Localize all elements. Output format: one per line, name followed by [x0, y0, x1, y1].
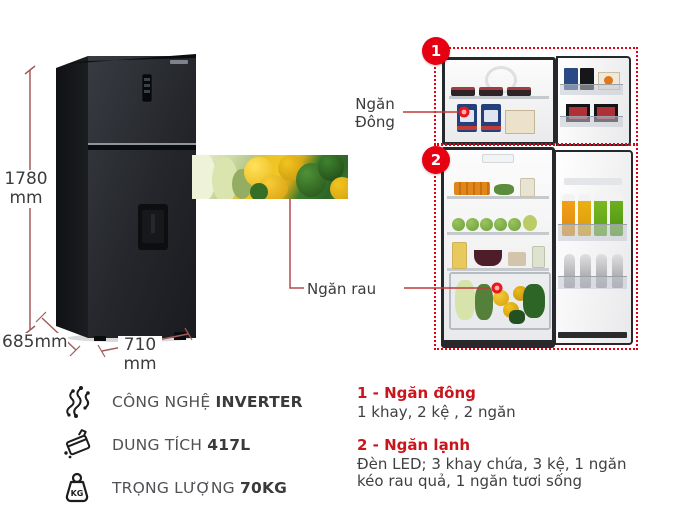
feature-text: CÔNG NGHỆ INVERTER	[112, 393, 303, 411]
green-apple	[508, 218, 521, 231]
freezer-callout-line2: Đông	[355, 113, 395, 131]
freezer-interior	[445, 60, 553, 142]
feature-text: TRỌNG LƯỢNG 70KG	[112, 479, 287, 497]
water-bottle-silver	[580, 254, 591, 288]
feature-weight: KG TRỌNG LƯỢNG 70KG	[60, 466, 303, 509]
freezer-callout-line1: Ngăn	[355, 95, 395, 113]
legend-desc-freezer: 1 khay, 2 kệ , 2 ngăn	[357, 403, 516, 421]
fridge-zone-outline	[434, 144, 638, 350]
inverter-circuit-icon	[66, 385, 90, 418]
fridge-cabinet	[441, 147, 555, 348]
door-recess	[564, 178, 622, 185]
brand-logo	[170, 60, 188, 64]
door-bin	[560, 84, 623, 95]
height-unit: mm	[9, 188, 43, 208]
veg-drawer-callout-label: Ngăn rau	[307, 280, 377, 298]
feature-prefix: TRỌNG LƯỢNG	[112, 478, 240, 497]
refrigerator-closed-photo	[56, 54, 196, 342]
refrigerator-open-photo	[440, 52, 636, 348]
feature-bold: 70KG	[240, 478, 288, 497]
feature-bold: INVERTER	[215, 392, 303, 411]
depth-dimension: 685mm	[2, 332, 68, 352]
jar	[520, 178, 535, 197]
yellow-pepper	[330, 177, 348, 199]
greens	[494, 184, 514, 195]
vegetables-photo	[192, 155, 348, 199]
fridge-shelf	[447, 268, 549, 271]
compartment-legend: 1 - Ngăn đông 1 khay, 2 kệ , 2 ngăn 2 - …	[357, 384, 657, 505]
door-bin	[558, 224, 627, 241]
green-pepper	[318, 155, 344, 181]
green-pepper	[523, 284, 545, 318]
package-stripe	[481, 126, 501, 130]
frozen-tray	[451, 87, 475, 96]
door-bottom-edge	[558, 332, 627, 338]
yellow-pepper	[493, 290, 509, 306]
feature-text: DUNG TÍCH 417L	[112, 436, 250, 454]
frozen-package	[481, 104, 501, 132]
legend-desc-fridge: Đèn LED; 3 khay chứa, 3 kệ, 1 ngăn kéo r…	[357, 455, 627, 490]
weight-kg-icon: KG	[65, 472, 89, 502]
green-apple	[494, 218, 507, 231]
legend-title-freezer: 1 - Ngăn đông	[357, 384, 476, 402]
fridge-interior	[444, 150, 552, 340]
green-apple	[452, 218, 465, 231]
features-list: CÔNG NGHỆ INVERTER DUNG TÍCH 417L KG	[60, 380, 303, 509]
height-dimension: 1780 mm	[4, 170, 48, 208]
badge-freezer: 1	[422, 37, 450, 65]
green-apple	[480, 218, 493, 231]
kale	[475, 284, 493, 320]
width-value: 710	[123, 335, 157, 355]
fridge-shelf	[447, 232, 549, 235]
width-unit: mm	[123, 354, 157, 374]
freezer-zone-outline	[434, 47, 638, 145]
fridge-door	[554, 150, 633, 345]
pear	[523, 215, 537, 231]
egg-basket	[508, 252, 526, 266]
led-light	[482, 154, 514, 163]
freezer-cabinet	[442, 57, 556, 145]
freezer-door	[556, 56, 631, 146]
door-bin	[560, 116, 623, 127]
badge-fridge: 2	[422, 146, 450, 174]
package-label	[484, 110, 498, 122]
kg-label: KG	[71, 489, 84, 498]
freezer-shelf	[449, 96, 549, 99]
vegetable-drawer	[449, 272, 551, 330]
feature-capacity: DUNG TÍCH 417L	[60, 423, 303, 466]
feature-prefix: DUNG TÍCH	[112, 435, 208, 454]
fridge-shelf	[447, 196, 549, 199]
frozen-tray	[479, 87, 503, 96]
jar	[532, 246, 545, 268]
feature-inverter: CÔNG NGHỆ INVERTER	[60, 380, 303, 423]
water-bottle-silver	[596, 254, 607, 288]
door-bin	[558, 276, 627, 289]
package-stripe	[457, 126, 477, 130]
frozen-box	[505, 110, 535, 134]
fruit	[604, 76, 613, 85]
green-apple	[466, 218, 479, 231]
legend-title-fridge: 2 - Ngăn lạnh	[357, 436, 471, 454]
corn-jar	[452, 242, 467, 269]
green-pepper	[250, 183, 268, 199]
water-bottle-silver	[564, 254, 575, 288]
capacity-tank-icon	[64, 428, 91, 458]
height-value: 1780	[4, 169, 48, 189]
feature-bold: 417L	[207, 435, 251, 454]
carrot-tray	[454, 182, 490, 195]
napa-cabbage	[455, 280, 475, 320]
freezer-callout-label: Ngăn Đông	[350, 95, 400, 131]
berry-bowl	[474, 250, 502, 266]
frozen-tray	[507, 87, 531, 96]
feature-prefix: CÔNG NGHỆ	[112, 392, 216, 411]
water-bottle-silver	[612, 254, 623, 288]
width-dimension: 710 mm	[118, 336, 162, 374]
green-pepper	[509, 310, 525, 324]
